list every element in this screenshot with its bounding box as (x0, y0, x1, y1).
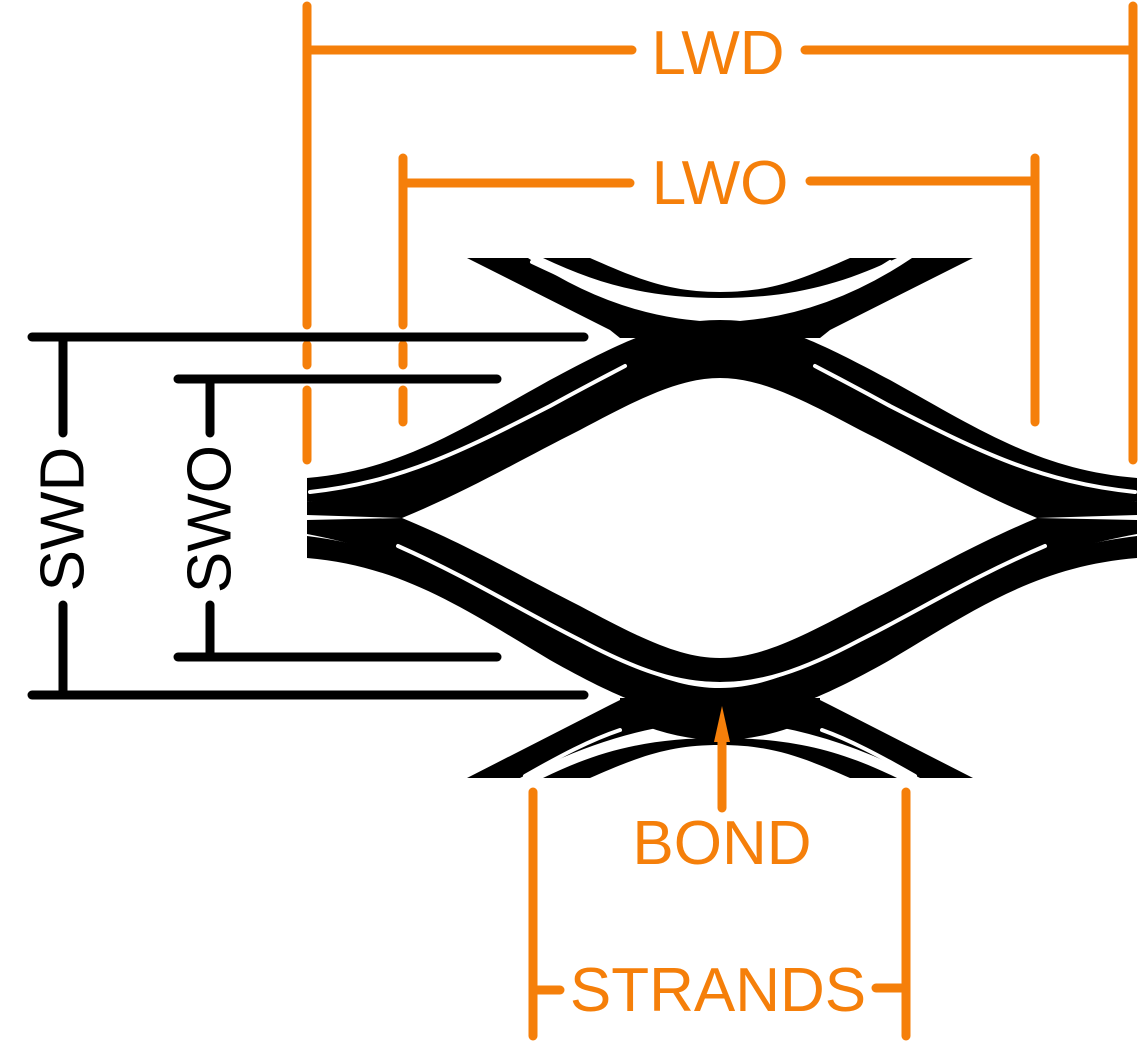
mesh-strand-top-right (720, 258, 973, 338)
mesh-strand-bottom-cap (543, 738, 897, 778)
mesh-gaps (308, 260, 1137, 778)
mesh-strand-top-cap (543, 258, 897, 298)
lwd-label: LWD (651, 19, 784, 88)
black-dimensions (27, 332, 589, 700)
swo-label: SWO (176, 445, 245, 593)
orange-dimensions (302, 1, 1138, 1041)
gap-upper-left (308, 364, 627, 494)
bond-label: BOND (632, 809, 811, 878)
gap-upper-right (813, 364, 1137, 494)
mesh-diamond-bottom (307, 518, 1137, 682)
mesh-strand-lower (307, 536, 1137, 718)
gap-top-cap (530, 260, 892, 319)
gap-lower-left (396, 544, 1047, 687)
bond-arrow-head (714, 706, 730, 742)
lwo-label: LWO (652, 149, 789, 218)
mesh-strand-top-left (467, 258, 720, 338)
strands-label: STRANDS (570, 956, 866, 1025)
gap-bottom-left (523, 728, 622, 778)
gap-bottom-right (820, 728, 917, 778)
swd-label: SWD (29, 447, 98, 592)
mesh-diamond-top (307, 356, 1137, 518)
